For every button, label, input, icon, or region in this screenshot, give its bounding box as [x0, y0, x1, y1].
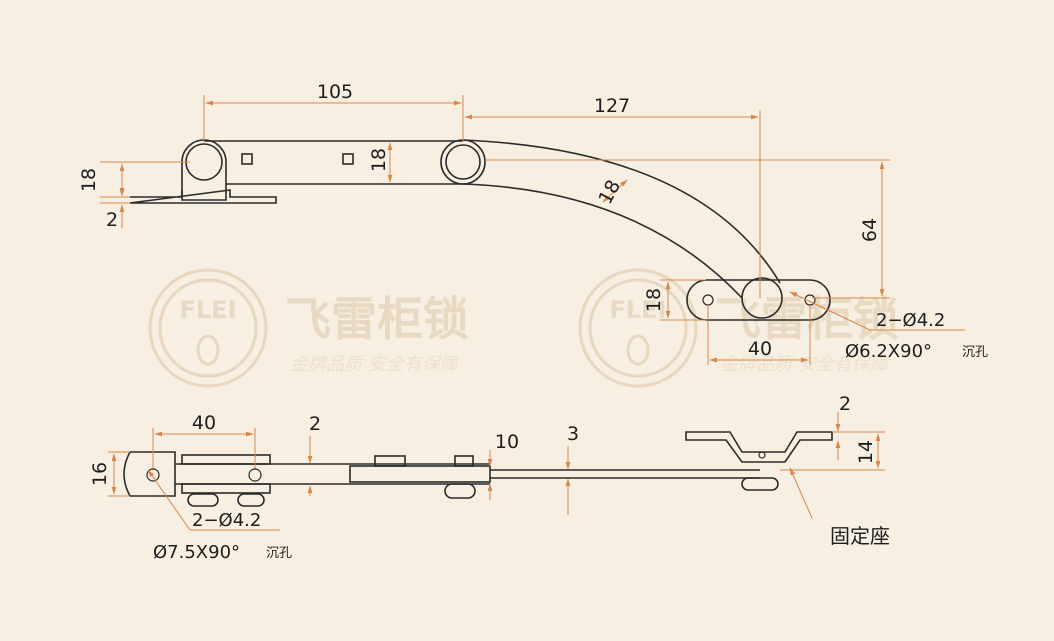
pivot-rivet-left — [187, 493, 219, 507]
watermark-logo-ring — [148, 268, 268, 388]
pivot-rivet-right — [237, 493, 265, 507]
watermark-brand: 飞雷柜锁 — [715, 292, 899, 346]
end-pivot-boss — [741, 277, 783, 319]
watermark-logo-inner-ring — [158, 278, 258, 378]
left-pivot-hole — [185, 143, 223, 181]
curved-arm-outer — [462, 139, 781, 284]
side-hole-left — [146, 468, 160, 482]
dim-label-127: 127 — [594, 95, 630, 117]
watermark-logo-ring — [578, 268, 698, 388]
seat-label: 固定座 — [830, 524, 890, 548]
left-base-plate — [129, 189, 277, 204]
watermark-logo-key — [196, 334, 220, 366]
dim-label-10: 10 — [495, 431, 519, 453]
middle-joint-top-tab — [374, 455, 406, 467]
middle-joint-rivet — [444, 483, 476, 499]
top-view-dimensions: 105 127 18 2 18 18 64 18 40 — [78, 81, 988, 365]
dim-label-40-bottom: 40 — [192, 412, 216, 434]
middle-pivot-boss — [440, 139, 486, 185]
left-end-bracket — [123, 451, 176, 497]
end-hole-left — [702, 294, 714, 306]
straight-arm — [204, 140, 463, 185]
side-view-part — [123, 431, 833, 507]
hole-note-top-line1: 2−Ø4.2 — [876, 310, 945, 331]
curved-arm-inner — [462, 183, 743, 299]
dim-label-18-curve: 18 — [594, 176, 625, 208]
dim-label-18-left: 18 — [78, 168, 100, 192]
hole-note-top-line2: Ø6.2X90° — [845, 341, 932, 362]
middle-joint-block — [349, 465, 491, 483]
hole-note-side-line1: 2−Ø4.2 — [192, 510, 261, 531]
hole-leader-side — [147, 469, 191, 531]
middle-joint-top-tab-2 — [454, 455, 474, 467]
dim-label-2-side: 2 — [309, 413, 321, 435]
middle-pivot-hole — [445, 144, 481, 180]
watermark-logo-inner-ring — [588, 278, 688, 378]
dim-line-18-curve — [602, 179, 628, 203]
fixing-seat-rivet — [741, 477, 779, 491]
dim-label-14: 14 — [855, 440, 877, 464]
side-hole-right — [248, 468, 262, 482]
left-pivot-boss — [181, 139, 227, 201]
hole-note-top-suffix: 沉孔 — [962, 345, 988, 360]
square-slot-1 — [241, 153, 253, 165]
watermark-brand: 飞雷柜锁 — [285, 292, 469, 346]
watermark-right: FLEI 飞雷柜锁 金牌品质 安全有保障 — [578, 268, 899, 388]
dim-label-16: 16 — [89, 462, 111, 486]
dim-label-18-mid: 18 — [368, 148, 390, 172]
pivot-stack-top — [181, 454, 271, 465]
side-view-dimensions: 40 16 2 10 3 2 14 2−Ø4.2 Ø7.5X90° 沉孔 — [89, 393, 890, 563]
dim-label-64: 64 — [859, 218, 881, 242]
watermark-logo-text: FLEI — [179, 296, 236, 324]
dim-label-2: 2 — [106, 209, 118, 231]
seat-leader — [789, 467, 813, 519]
dim-label-2-seat: 2 — [839, 393, 851, 415]
watermark-logo-key — [626, 334, 650, 366]
dim-label-18-end: 18 — [643, 288, 665, 312]
fixing-seat-hole — [758, 451, 766, 459]
watermark-logo-text: FLEI — [609, 296, 666, 324]
pivot-stack-bottom — [181, 483, 271, 494]
square-slot-2 — [342, 153, 354, 165]
watermark-slogan: 金牌品质 安全有保障 — [290, 354, 460, 375]
watermark-left: FLEI 飞雷柜锁 金牌品质 安全有保障 — [148, 268, 469, 388]
hole-note-side-suffix: 沉孔 — [266, 546, 292, 561]
dim-label-105: 105 — [317, 81, 353, 103]
fixing-seat — [685, 431, 833, 463]
hole-leader-top — [789, 291, 871, 331]
dim-label-3: 3 — [567, 423, 579, 445]
dim-label-40-top: 40 — [748, 338, 772, 360]
hole-note-side-line2: Ø7.5X90° — [153, 542, 240, 563]
